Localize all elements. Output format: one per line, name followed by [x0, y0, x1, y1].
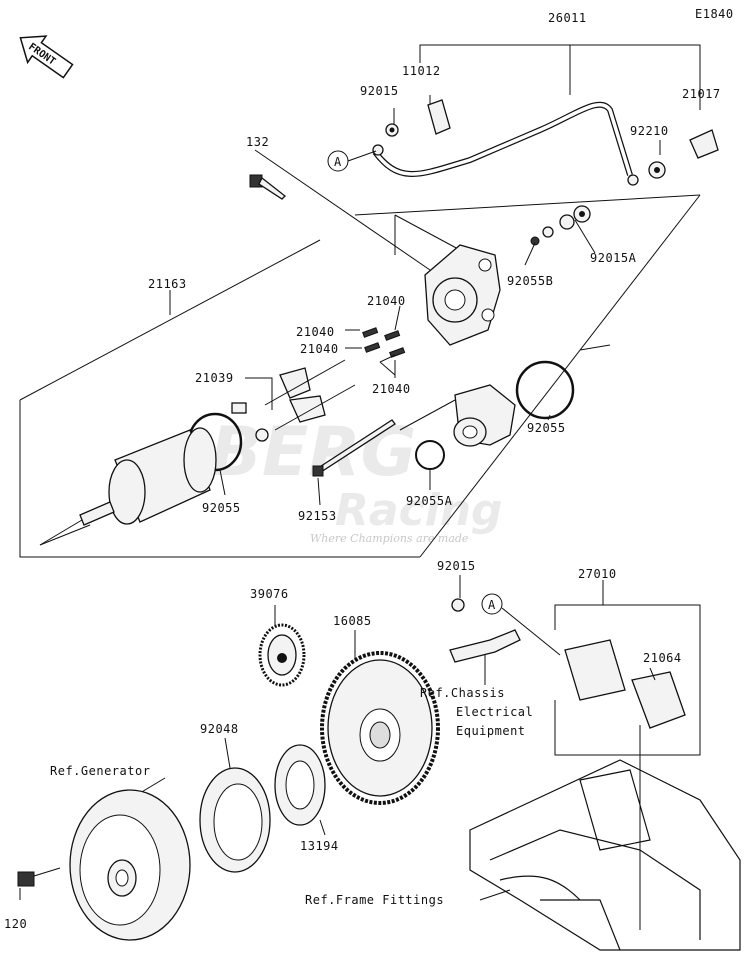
part-92210: 92210 [630, 124, 669, 138]
ref-chassis-line1: Ref.Chassis [420, 686, 505, 700]
part-21064: 21064 [643, 651, 682, 665]
part-92055B: 92055B [507, 274, 553, 288]
brushes [362, 327, 406, 376]
leader-lines [219, 219, 596, 506]
terminal-nuts [530, 205, 591, 246]
front-bracket [453, 384, 516, 447]
part-21040-b: 21040 [296, 325, 335, 339]
part-92055-right: 92055 [527, 421, 566, 435]
bolt-132 [249, 174, 286, 200]
part-21163: 21163 [148, 277, 187, 291]
rotor-bolt [17, 867, 61, 900]
part-13194: 13194 [300, 839, 339, 853]
part-132: 132 [246, 135, 269, 149]
marker-a-top: A [334, 155, 342, 169]
starter-motor-frame [19, 149, 701, 558]
brush-holder [231, 359, 356, 442]
one-way-clutch [274, 744, 326, 836]
part-27010: 27010 [578, 567, 617, 581]
part-21017: 21017 [682, 87, 721, 101]
part-120: 120 [4, 917, 27, 931]
part-21039: 21039 [195, 371, 234, 385]
watermark-brand-bottom: Racing [335, 485, 503, 536]
marker-a-bottom: A [488, 598, 496, 612]
part-16085: 16085 [333, 614, 372, 628]
part-92015-top: 92015 [360, 84, 399, 98]
part-92015A: 92015A [590, 251, 637, 265]
part-39076: 39076 [250, 587, 289, 601]
ref-frame-fittings: Ref.Frame Fittings [305, 893, 444, 907]
front-arrow-icon: FRONT [19, 35, 74, 79]
watermark-tagline: Where Champions are made [310, 532, 469, 545]
part-26011: 26011 [548, 11, 587, 25]
o-ring-92055-right [515, 360, 575, 420]
starter-clutch-gear [320, 630, 440, 805]
ref-chassis-line3: Equipment [456, 724, 526, 738]
part-21040-c: 21040 [300, 342, 339, 356]
generator-rotor [69, 777, 191, 941]
part-92055A: 92055A [406, 494, 453, 508]
ref-generator: Ref.Generator [50, 764, 150, 778]
o-ring-92055A [415, 440, 445, 470]
diagram-code: E1840 [695, 7, 734, 21]
part-21040-a: 21040 [367, 294, 406, 308]
part-92015-mid: 92015 [437, 559, 476, 573]
idle-gear [258, 605, 306, 687]
starter-relay-group: A [449, 575, 701, 756]
part-11012: 11012 [402, 64, 441, 78]
starter-cable-group: A [327, 44, 719, 186]
part-92153: 92153 [298, 509, 337, 523]
part-21040-d: 21040 [372, 382, 411, 396]
through-bolt [312, 399, 456, 477]
motor-yoke [39, 427, 217, 546]
ref-chassis-line2: Electrical [456, 705, 533, 719]
watermark: BERG Racing Where Champions are made [210, 413, 503, 545]
rear-bracket [424, 244, 501, 346]
part-92048: 92048 [200, 722, 239, 736]
part-92055-left: 92055 [202, 501, 241, 515]
thrust-washer [199, 737, 271, 873]
frame-sketch [469, 725, 741, 951]
